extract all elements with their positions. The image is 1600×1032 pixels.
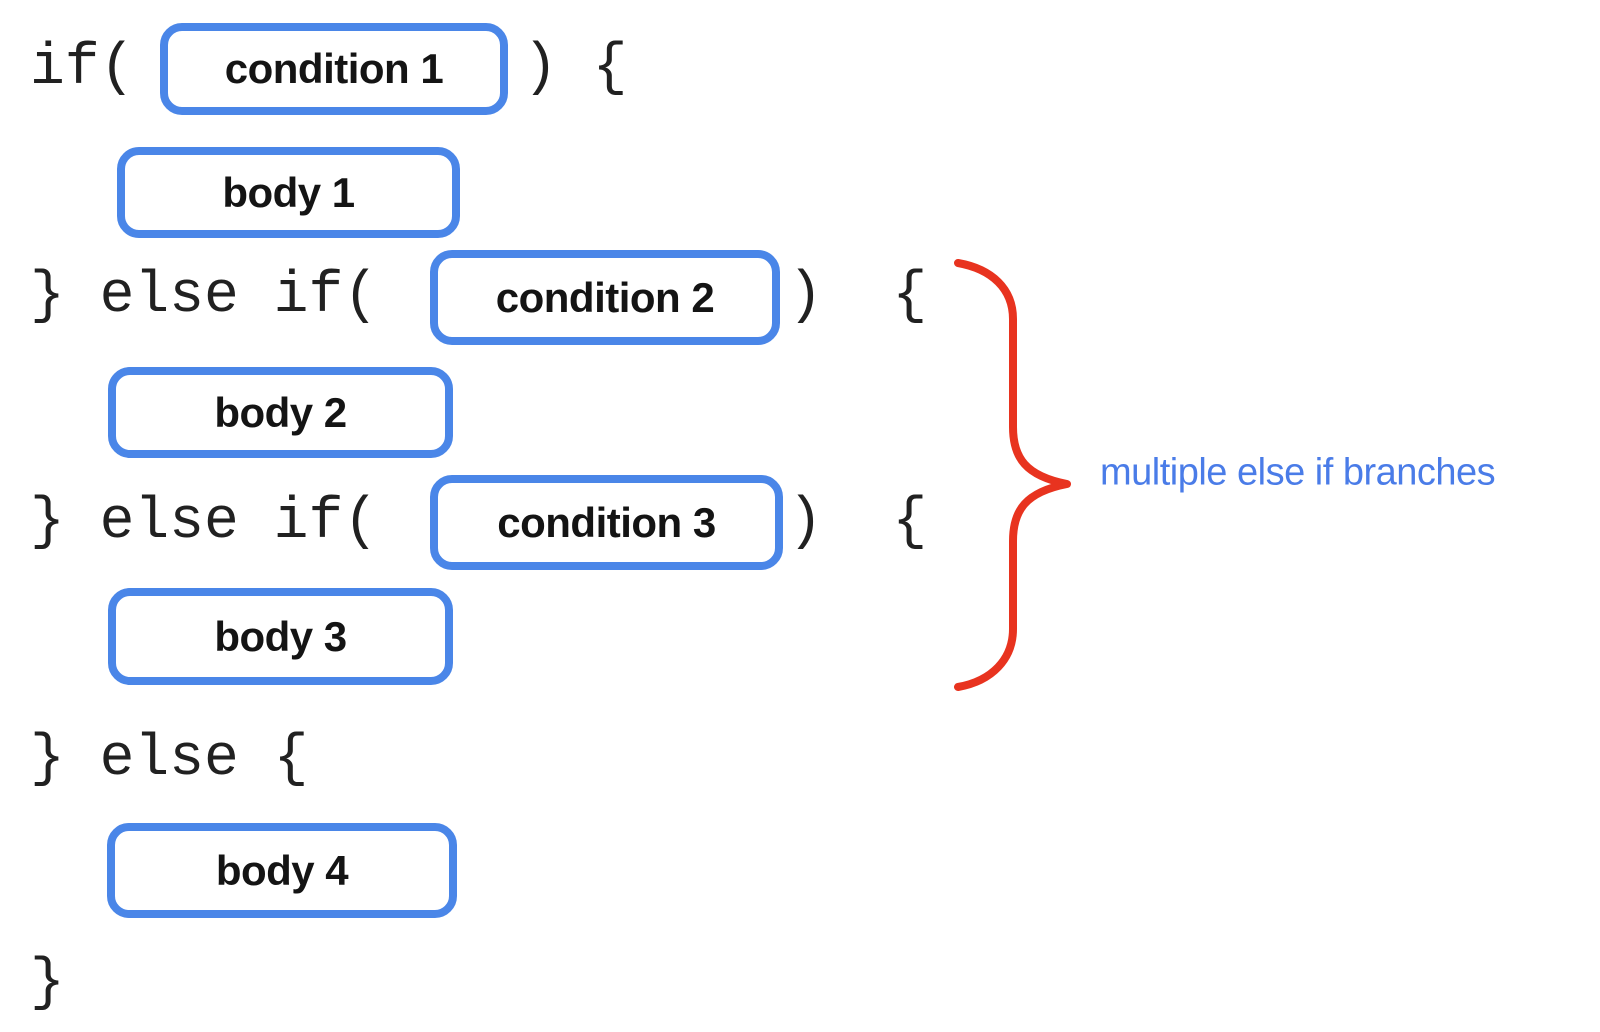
code-else-if-2-open: } else if(	[30, 490, 379, 555]
body-2-label: body 2	[214, 388, 347, 436]
condition-3-box: condition 3	[430, 475, 783, 570]
annotation-multiple-else-if-branches: multiple else if branches	[1100, 451, 1496, 494]
condition-2-label: condition 2	[495, 273, 715, 321]
body-1-box: body 1	[117, 147, 460, 238]
code-else-open: } else {	[30, 727, 309, 792]
code-else-if-1-close: ) {	[788, 264, 928, 329]
body-4-box: body 4	[107, 823, 457, 918]
code-if-open: if(	[30, 36, 135, 101]
red-curly-brace-icon	[954, 259, 1071, 691]
curly-brace-path	[954, 259, 1071, 691]
body-3-label: body 3	[214, 612, 347, 660]
code-else-if-1-open: } else if(	[30, 264, 379, 329]
condition-3-label: condition 3	[497, 498, 716, 546]
code-closing-brace: }	[30, 951, 65, 1016]
condition-1-box: condition 1	[160, 23, 508, 115]
code-if-close: ) {	[523, 36, 628, 101]
condition-2-box: condition 2	[430, 250, 780, 345]
body-3-box: body 3	[108, 588, 453, 685]
body-2-box: body 2	[108, 367, 453, 458]
condition-1-label: condition 1	[224, 45, 444, 92]
body-4-label: body 4	[215, 846, 349, 894]
code-else-if-2-close: ) {	[788, 490, 928, 555]
body-1-label: body 1	[222, 168, 355, 216]
